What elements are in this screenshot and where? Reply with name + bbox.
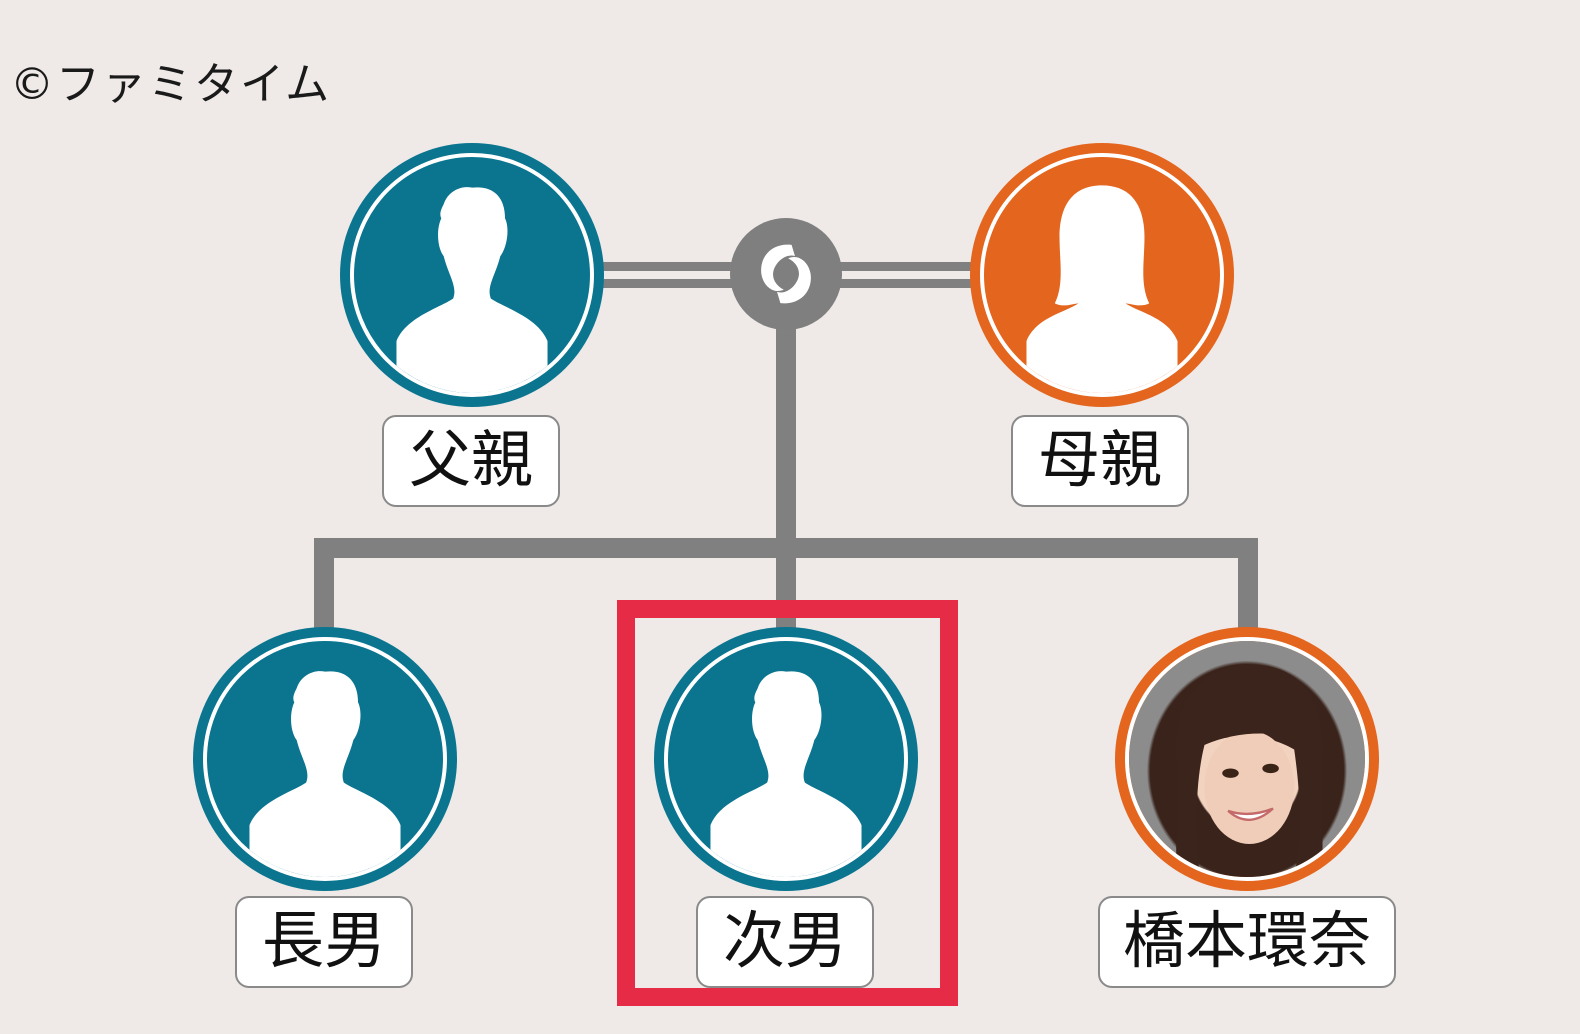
- father-label: 父親: [382, 415, 560, 507]
- father-node[interactable]: [340, 143, 604, 407]
- child-label-second-son: 次男: [696, 896, 874, 988]
- highlight-box: [617, 600, 958, 1006]
- mother-label: 母親: [1011, 415, 1189, 507]
- mother-node[interactable]: [970, 143, 1234, 407]
- child-label-hashimoto-kanna: 橋本環奈: [1098, 896, 1396, 988]
- marriage-rings-icon: [730, 218, 842, 330]
- copyright-text: ©ファミタイム: [10, 59, 332, 110]
- child-node-hashimoto-kanna[interactable]: [1115, 627, 1379, 891]
- person-photo: [1125, 637, 1369, 881]
- male-silhouette-icon: [203, 637, 447, 881]
- female-silhouette-icon: [980, 153, 1224, 397]
- child-label-eldest-son: 長男: [235, 896, 413, 988]
- child-node-eldest-son[interactable]: [193, 627, 457, 891]
- male-silhouette-icon: [664, 637, 908, 881]
- child-node-second-son[interactable]: [654, 627, 918, 891]
- male-silhouette-icon: [350, 153, 594, 397]
